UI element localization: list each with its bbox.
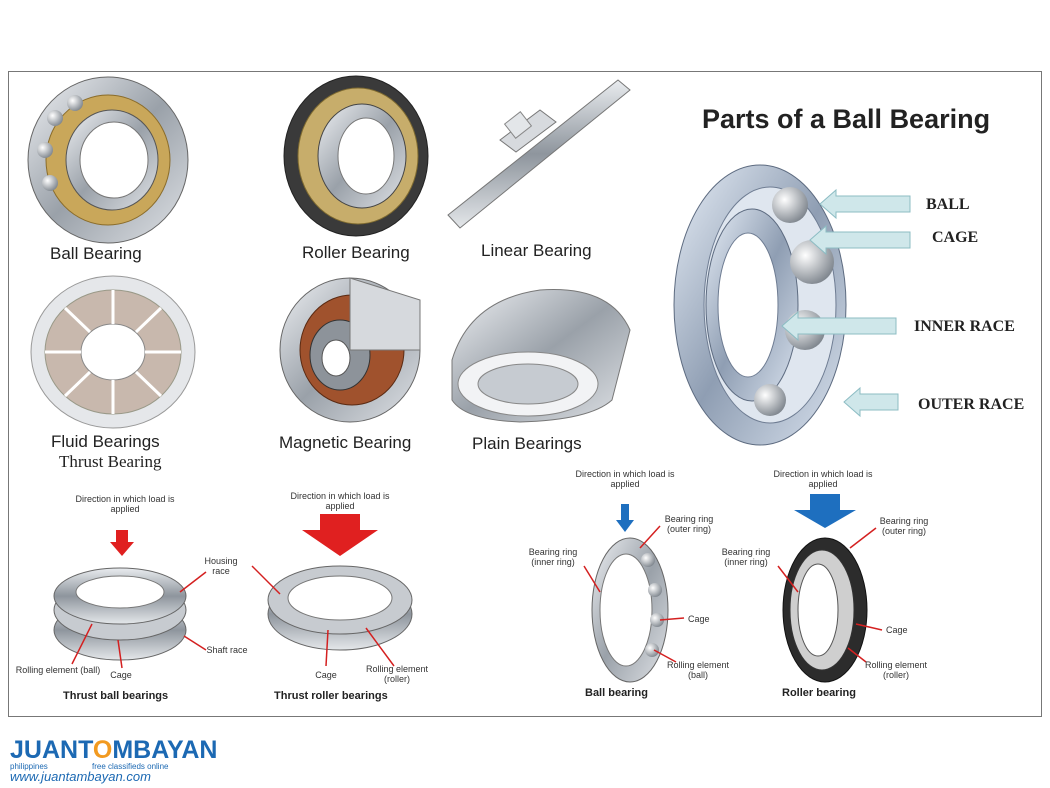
label-cage-ball: Cage xyxy=(688,614,710,624)
label-rolling-element-roller-thrust: Rolling element (roller) xyxy=(365,664,429,684)
label-ball-bearing: Ball Bearing xyxy=(50,244,142,263)
label-rolling-element-roller: Rolling element (roller) xyxy=(864,660,928,680)
label-plain-bearings: Plain Bearings xyxy=(472,434,582,453)
load-direction-roller-bearing: Direction in which load is applied xyxy=(773,469,873,489)
thrust-ball-bearing-image xyxy=(53,530,187,661)
caption-thrust-roller-bearings: Thrust roller bearings xyxy=(274,690,388,702)
label-shaft-race: Shaft race xyxy=(206,645,248,655)
label-thrust-bearing: Thrust Bearing xyxy=(59,452,162,471)
roller-bearing-image xyxy=(283,75,429,237)
load-direction-ball-bearing: Direction in which load is applied xyxy=(575,469,675,489)
brand-tagline: free classifieds online xyxy=(92,762,169,771)
label-cage-thrust-ball: Cage xyxy=(110,670,132,680)
label-inner-ring-roller: Bearing ring (inner ring) xyxy=(721,547,771,567)
label-inner-ring-ball: Bearing ring (inner ring) xyxy=(528,547,578,567)
fluid-bearing-image xyxy=(30,275,196,429)
cutaway-ball-bearing-image xyxy=(673,164,847,446)
label-outer-ring-ball: Bearing ring (outer ring) xyxy=(664,514,714,534)
label-housing-race: Housing race xyxy=(204,556,238,576)
label-fluid-bearings: Fluid Bearings xyxy=(51,432,160,451)
bottom-roller-bearing-image xyxy=(782,494,868,683)
caption-thrust-ball-bearings: Thrust ball bearings xyxy=(63,690,169,702)
brand-url: www.juantambayan.com xyxy=(10,769,151,784)
part-label-cage: CAGE xyxy=(932,229,979,246)
part-callout-arrows xyxy=(781,188,911,418)
part-label-inner-race: INNER RACE xyxy=(914,318,1015,335)
label-linear-bearing: Linear Bearing xyxy=(481,241,592,260)
label-cage-roller: Cage xyxy=(886,625,908,635)
brand-country: philippines xyxy=(10,762,48,771)
brand-logo: JUANTOMBAYAN xyxy=(10,736,218,764)
part-label-ball: BALL xyxy=(926,196,970,213)
part-label-outer-race: OUTER RACE xyxy=(918,396,1025,413)
label-roller-bearing: Roller Bearing xyxy=(302,243,410,262)
leader-lines xyxy=(71,525,883,669)
magnetic-bearing-image xyxy=(279,277,421,423)
load-direction-thrust-roller: Direction in which load is applied xyxy=(290,491,390,511)
caption-ball-bearing: Ball bearing xyxy=(585,687,648,699)
ball-bearing-image xyxy=(27,76,189,244)
label-rolling-element-ball-thrust: Rolling element (ball) xyxy=(15,665,101,675)
label-cage-thrust-roller: Cage xyxy=(315,670,337,680)
thrust-roller-bearing-image xyxy=(267,514,413,651)
label-rolling-element-ball: Rolling element (ball) xyxy=(666,660,730,680)
bottom-ball-bearing-image xyxy=(591,504,669,683)
diagram-title: Parts of a Ball Bearing xyxy=(702,104,991,134)
label-outer-ring-roller: Bearing ring (outer ring) xyxy=(879,516,929,536)
linear-bearing-image xyxy=(447,79,631,229)
caption-roller-bearing: Roller bearing xyxy=(782,687,856,699)
load-direction-thrust-ball: Direction in which load is applied xyxy=(75,494,175,514)
label-magnetic-bearing: Magnetic Bearing xyxy=(279,433,412,452)
site-watermark: JUANTOMBAYAN philippines free classified… xyxy=(10,736,217,786)
plain-bearing-image xyxy=(451,289,631,423)
